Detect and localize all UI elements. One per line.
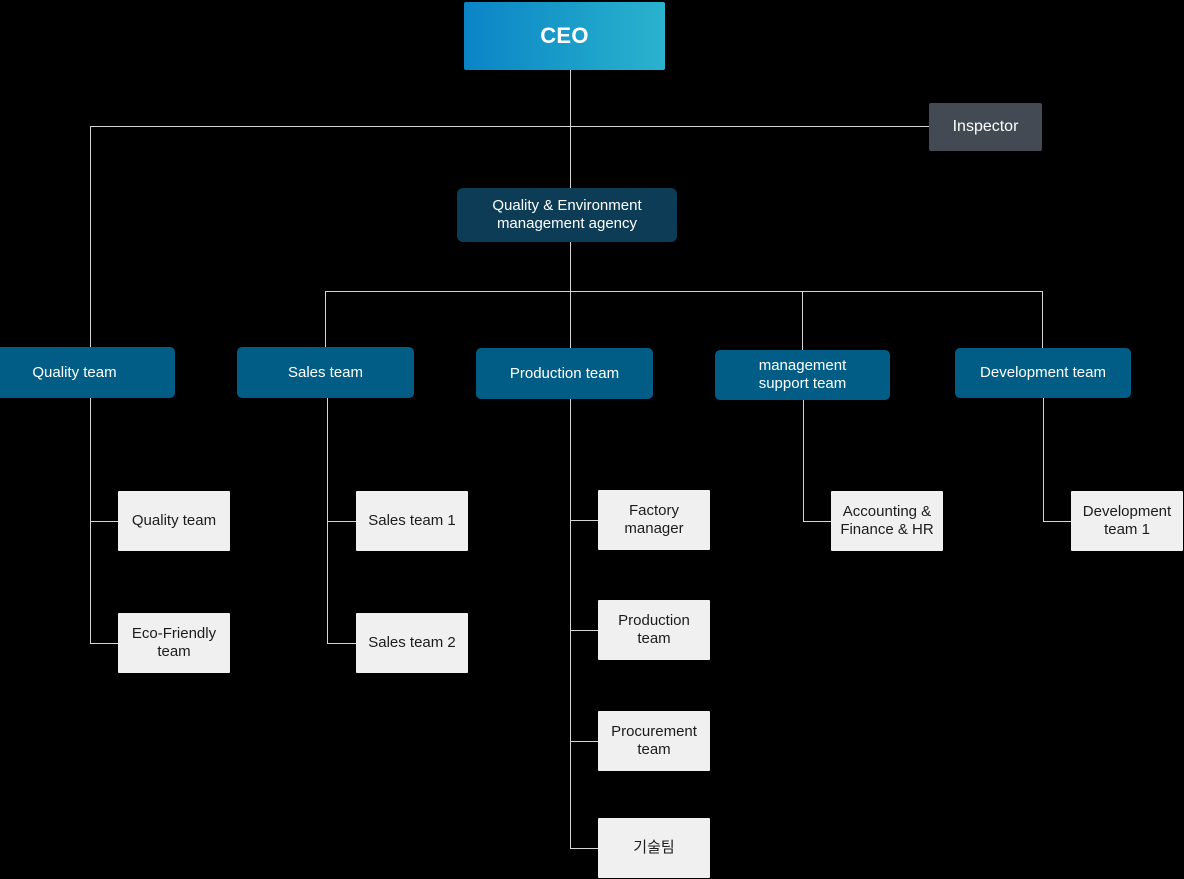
connector-management-sub-1: [803, 521, 832, 522]
connector-quality-sub-1: [90, 521, 119, 522]
node-sales-team-label: Sales team: [287, 363, 364, 381]
connector-team-bus: [325, 291, 1043, 292]
connector-ceo-to-agency: [570, 126, 571, 188]
node-quality-team-label: Quality team: [32, 363, 117, 381]
node-sales-team-2[interactable]: Sales team 2: [356, 613, 468, 673]
node-accounting-finance-hr[interactable]: Accounting &Finance & HR: [831, 491, 943, 551]
node-sales-team[interactable]: Sales team: [237, 347, 414, 398]
connector-inspector-bus: [90, 126, 930, 127]
node-ceo-label: CEO: [540, 23, 589, 49]
connector-drop-sales: [325, 291, 326, 348]
node-technology-team-label: 기술팀: [633, 839, 675, 857]
connector-sales-sub-2: [327, 643, 356, 644]
connector-agency-trunk: [570, 242, 571, 292]
connector-quality-drop: [90, 126, 91, 347]
node-development-team-label: Development team: [980, 364, 1106, 382]
connector-quality-sub-2: [90, 643, 119, 644]
connector-sales-sub-1: [327, 521, 356, 522]
node-quality-sub-1-label: Quality team: [131, 512, 217, 530]
node-inspector[interactable]: Inspector: [929, 103, 1042, 151]
connector-drop-production: [570, 291, 571, 348]
connector-production-sub-1: [570, 520, 599, 521]
node-development-team[interactable]: Development team: [955, 348, 1131, 398]
connector-production-sub-spine: [570, 398, 571, 848]
node-quality-team[interactable]: Quality team: [0, 347, 175, 398]
node-sales-team-2-label: Sales team 2: [368, 634, 456, 652]
connector-drop-development: [1042, 291, 1043, 348]
connector-production-sub-4: [570, 848, 599, 849]
connector-development-sub-spine: [1043, 398, 1044, 521]
node-inspector-label: Inspector: [952, 117, 1019, 135]
connector-production-sub-3: [570, 741, 599, 742]
node-production-team[interactable]: Production team: [476, 348, 653, 399]
node-accounting-finance-hr-label: Accounting &Finance & HR: [840, 503, 934, 538]
connector-management-sub-spine: [803, 400, 804, 521]
node-sales-team-1[interactable]: Sales team 1: [356, 491, 468, 551]
node-ceo[interactable]: CEO: [464, 2, 665, 70]
connector-ceo-trunk: [570, 70, 571, 126]
node-quality-sub-1[interactable]: Quality team: [118, 491, 230, 551]
node-technology-team[interactable]: 기술팀: [598, 818, 710, 878]
node-sales-team-1-label: Sales team 1: [368, 512, 456, 530]
connector-production-sub-2: [570, 630, 599, 631]
connector-drop-management: [802, 291, 803, 350]
connector-development-sub-1: [1043, 521, 1072, 522]
node-production-team-label: Production team: [509, 364, 620, 382]
